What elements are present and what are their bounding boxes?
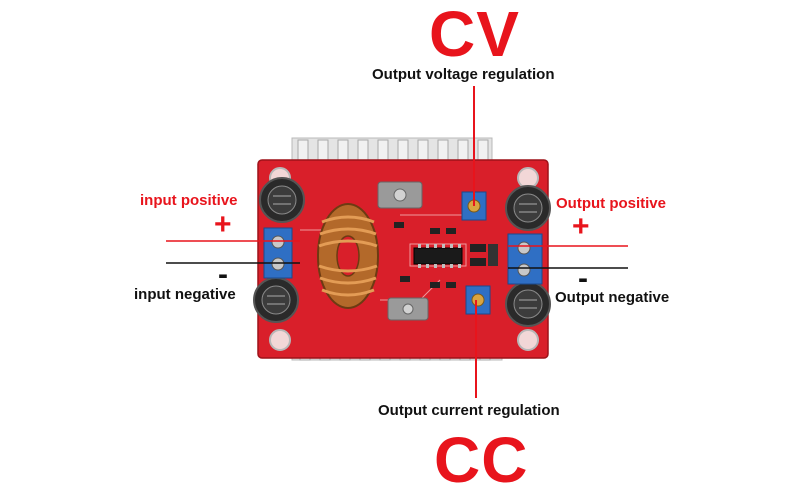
input-negative-label: input negative <box>134 286 236 303</box>
input-positive-sign: + <box>214 208 232 241</box>
input-terminal <box>263 227 293 279</box>
output-positive-label: Output positive <box>556 195 666 212</box>
output-negative-label: Output negative <box>555 289 670 306</box>
input-positive-label: input positive <box>140 192 238 209</box>
output-current-regulation-label: Output current regulation <box>378 402 560 419</box>
cc-potentiometer <box>465 285 491 315</box>
mounting-hole <box>517 329 539 351</box>
smd-components <box>394 222 498 288</box>
input-negative-sign: - <box>218 258 228 291</box>
capacitor <box>505 281 551 327</box>
output-negative-sign: - <box>578 262 588 295</box>
toroid-inductor <box>317 203 379 309</box>
cc-title: CC <box>434 424 529 496</box>
capacitor <box>253 277 299 323</box>
output-terminal <box>507 233 543 285</box>
output-positive-sign: + <box>572 210 590 243</box>
ic-chip <box>413 244 463 268</box>
output-voltage-regulation-label: Output voltage regulation <box>372 66 555 83</box>
capacitor <box>505 185 551 231</box>
capacitor <box>259 177 305 223</box>
mounting-hole <box>269 329 291 351</box>
cv-title: CV <box>429 0 520 70</box>
